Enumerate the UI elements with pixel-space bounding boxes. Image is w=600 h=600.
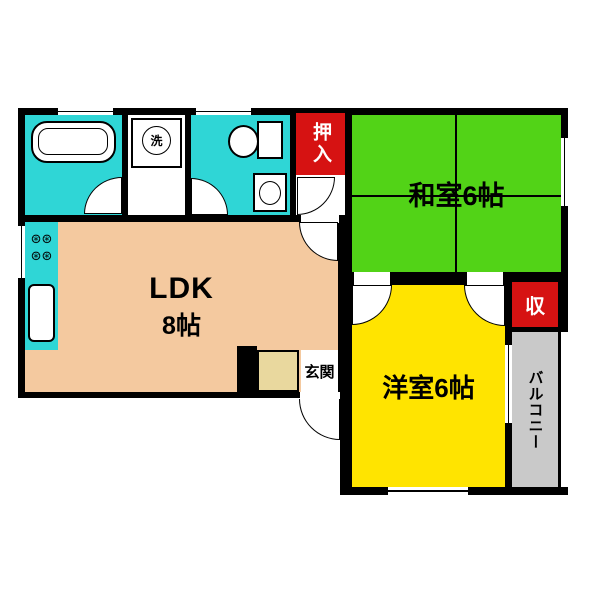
washing-machine-label: 洗 bbox=[142, 126, 171, 155]
balcony-outer-edge bbox=[561, 332, 568, 487]
bathtub-inner-icon bbox=[38, 128, 108, 155]
yoshitsu-door-opening-right bbox=[467, 272, 503, 285]
toilet-bowl-icon bbox=[228, 125, 259, 158]
tatami-line-vertical bbox=[455, 115, 457, 272]
washbasin-bowl-icon bbox=[259, 181, 281, 205]
oshiire-closet: 押入 bbox=[296, 113, 345, 175]
washitsu-label: 和室6帖 bbox=[408, 181, 505, 211]
toilet-tank-icon bbox=[257, 121, 283, 159]
ldk-door-opening bbox=[301, 215, 339, 223]
balcony-sliding-door bbox=[505, 345, 512, 423]
genkan-wall-stub bbox=[237, 346, 257, 392]
burner-row-icon: ⊛⊛ bbox=[30, 231, 53, 247]
balcony: バルコニー bbox=[512, 332, 558, 487]
kitchen-sink-icon bbox=[28, 284, 55, 342]
ldk-label: LDK bbox=[149, 272, 214, 305]
washitsu-window bbox=[561, 138, 568, 206]
yoshitsu-room bbox=[352, 285, 505, 487]
yoshitsu-door-opening-left bbox=[354, 272, 390, 285]
genkan-label: 玄関 bbox=[301, 350, 338, 392]
burner-row-icon: ⊛⊛ bbox=[30, 248, 53, 263]
bathroom-window bbox=[58, 108, 113, 115]
ldk-label-group: LDK 8帖 bbox=[25, 227, 338, 387]
yoshitsu-label: 洋室6帖 bbox=[382, 372, 475, 403]
stove-burner-icons: ⊛⊛ ⊛⊛ bbox=[25, 226, 58, 270]
kitchen-window bbox=[18, 226, 25, 278]
entrance-door-opening bbox=[300, 392, 340, 399]
yoshitsu-window bbox=[388, 487, 468, 495]
toilet-window bbox=[196, 108, 251, 115]
entrance-door-arc bbox=[299, 399, 340, 440]
ldk-size-label: 8帖 bbox=[162, 312, 201, 340]
genkan-floor bbox=[257, 350, 299, 392]
shuno-closet: 収 bbox=[512, 282, 558, 327]
